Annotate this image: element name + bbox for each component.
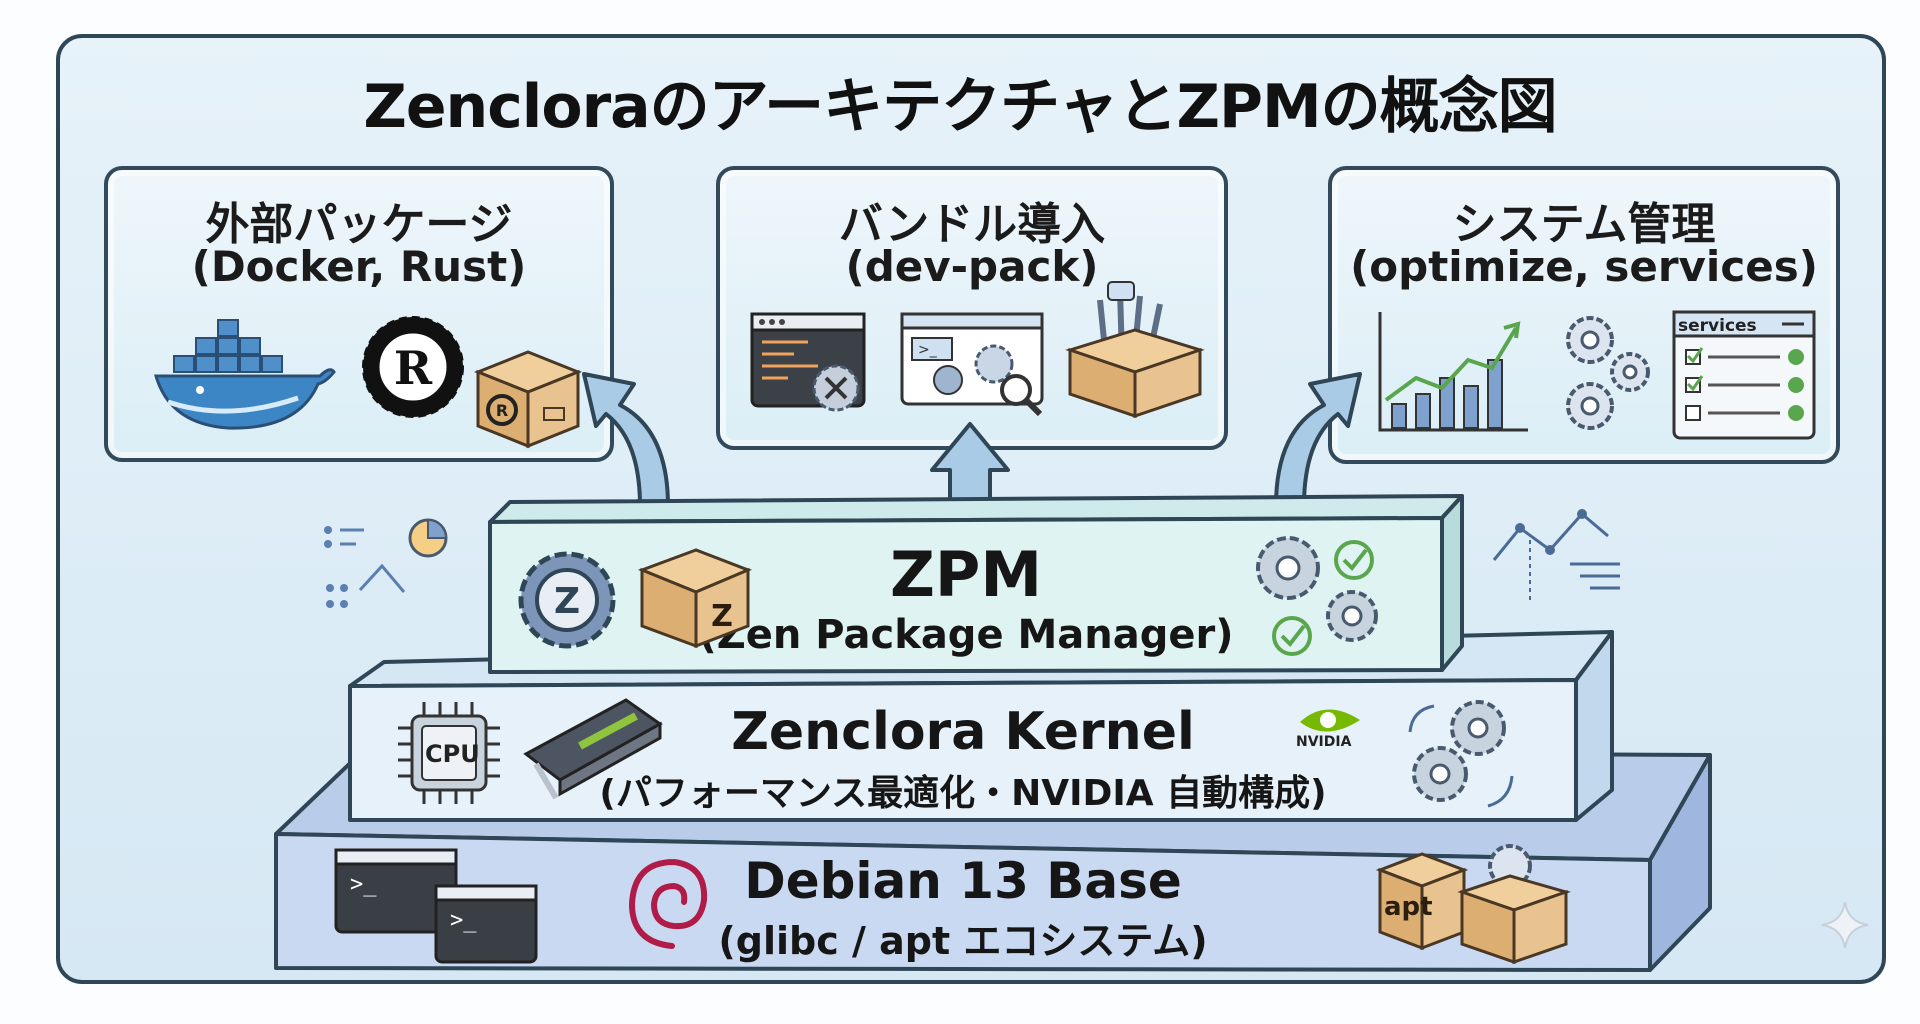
kernel-gears-icon bbox=[1408, 700, 1514, 808]
card-system-subtitle: (optimize, services) bbox=[1350, 242, 1818, 291]
card-external-title: 外部パッケージ bbox=[205, 199, 513, 250]
zpm-gears-checks-icon bbox=[1256, 536, 1378, 656]
layer-kernel-title: Zenclora Kernel bbox=[731, 702, 1195, 762]
nvidia-eye-icon bbox=[1300, 709, 1360, 732]
card-external-subtitle: (Docker, Rust) bbox=[191, 242, 527, 291]
arrow-to-external bbox=[582, 372, 670, 508]
layer-kernel-subtitle: (パフォーマンス最適化・NVIDIA 自動構成) bbox=[599, 773, 1327, 814]
toolbox-icon bbox=[1065, 281, 1205, 419]
cpu-chip-icon bbox=[398, 702, 500, 804]
terminal-windows-icon bbox=[334, 848, 538, 964]
layer-debian-base: Debian 13 Base (glibc / apt エコシステム) bbox=[276, 848, 1650, 968]
card-bundle-subtitle: (dev-pack) bbox=[845, 242, 1099, 291]
card-bundle-install: バンドル導入 (dev-pack) >_ bbox=[716, 166, 1228, 450]
cpu-chip-label: CPU bbox=[425, 740, 480, 768]
zpm-box-icon: Z bbox=[637, 548, 753, 649]
services-checklist-icon bbox=[1672, 310, 1816, 440]
sparkle-icon bbox=[1821, 901, 1869, 949]
card-system-title: システム管理 bbox=[1452, 199, 1716, 250]
docker-whale-icon bbox=[153, 319, 336, 430]
nvidia-label: NVIDIA bbox=[1296, 734, 1352, 750]
rust-logo-icon: R bbox=[362, 316, 464, 418]
svg-text:Z: Z bbox=[554, 581, 580, 622]
services-panel-label: services bbox=[1678, 316, 1757, 336]
terminal-prompt-1: >_ bbox=[350, 872, 377, 897]
arrow-to-system bbox=[1274, 372, 1362, 508]
growth-chart-icon bbox=[1378, 312, 1528, 432]
doodle-analytics-right-icon bbox=[1492, 509, 1620, 600]
layer-zpm: ZPM (Zen Package Manager) bbox=[490, 524, 1442, 670]
doodle-analytics-left-icon bbox=[324, 518, 448, 608]
layer-base-title: Debian 13 Base bbox=[744, 852, 1182, 910]
apt-box-label: apt bbox=[1384, 892, 1433, 922]
layer-zenclora-kernel: Zenclora Kernel (パフォーマンス最適化・NVIDIA 自動構成) bbox=[350, 690, 1576, 820]
layer-base-subtitle: (glibc / apt エコシステム) bbox=[718, 919, 1208, 963]
tools-window-icon: >_ bbox=[900, 312, 1044, 417]
code-window-icon bbox=[750, 312, 866, 412]
svg-text:Z: Z bbox=[711, 599, 733, 634]
card-external-packages: 外部パッケージ (Docker, Rust) R R bbox=[104, 166, 614, 462]
svg-text:R: R bbox=[496, 401, 508, 420]
card-bundle-title: バンドル導入 bbox=[838, 199, 1106, 250]
diagram-title: ZencloraのアーキテクチャとZPMの概念図 bbox=[363, 72, 1557, 142]
card-system-management: システム管理 (optimize, services) s bbox=[1328, 166, 1840, 464]
layer-zpm-subtitle: (Zen Package Manager) bbox=[698, 612, 1234, 658]
gears-icon bbox=[1566, 316, 1650, 430]
terminal-prompt-2: >_ bbox=[450, 908, 477, 933]
svg-text:>_: >_ bbox=[918, 342, 938, 358]
apt-box-icon bbox=[1375, 844, 1571, 965]
layer-zpm-title: ZPM bbox=[889, 538, 1043, 611]
svg-text:R: R bbox=[394, 341, 433, 395]
gpu-card-icon bbox=[523, 698, 663, 800]
debian-logo-icon bbox=[628, 859, 708, 949]
package-box-icon: R bbox=[473, 350, 583, 449]
zpm-gear-icon: Z bbox=[518, 551, 616, 649]
